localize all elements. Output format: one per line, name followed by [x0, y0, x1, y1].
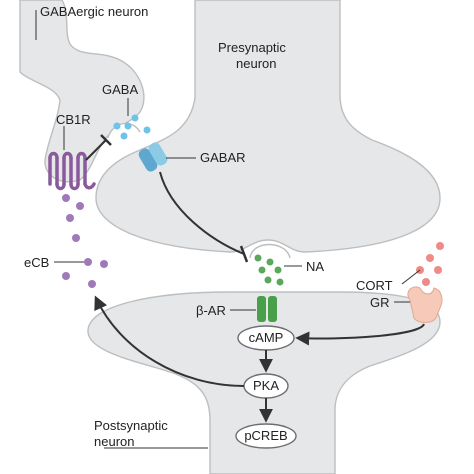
cort-leader [401, 269, 421, 285]
gr-label: GR [370, 295, 390, 310]
na-label: NA [306, 259, 324, 274]
na-molecules [254, 254, 284, 286]
beta-ar-label: β-AR [196, 303, 226, 318]
gaba-molecule [113, 122, 121, 130]
cort-molecule [426, 254, 434, 262]
beta-ar-receptor [257, 296, 277, 322]
gr-to-camp-arrow [295, 323, 425, 346]
gaba-molecule [143, 126, 151, 134]
gaba-molecule [124, 122, 132, 130]
gaba-molecule [120, 132, 128, 140]
gaba-neuron-label: GABAergic neuron [40, 4, 148, 19]
na-molecule [274, 266, 282, 274]
postsynaptic-label-line1: Postsynaptic [94, 418, 168, 433]
pka-label: PKA [253, 378, 279, 393]
gaba-molecules [113, 114, 151, 140]
cb1r-inhibition-line [85, 139, 107, 161]
cort-molecule [422, 278, 430, 286]
pcreb-label: pCREB [244, 428, 287, 443]
na-molecule [254, 254, 262, 262]
cort-label: CORT [356, 278, 393, 293]
gabar-receptor [138, 142, 168, 172]
cb1r-receptor [48, 151, 96, 191]
ecb-molecule [84, 258, 92, 266]
gabaergic-neuron-shape [19, 0, 145, 183]
gaba-molecule [131, 114, 139, 122]
ecb-molecule [88, 280, 96, 288]
na-inhibition-bar [239, 245, 249, 263]
pcreb-node [235, 423, 297, 449]
cb1r-inhibition-bar [100, 134, 112, 146]
ecb-molecule [72, 234, 80, 242]
cort-molecule [434, 266, 442, 274]
pka-to-ecb-arrow [94, 295, 245, 387]
cort-molecule [436, 242, 444, 250]
postsynaptic-label-line2: neuron [94, 434, 134, 449]
ecb-molecules [62, 194, 108, 288]
ecb-molecule [100, 260, 108, 268]
na-release-cleft [249, 243, 291, 259]
gaba-label: GABA [102, 82, 138, 97]
ecb-molecule [62, 272, 70, 280]
cb1r-label: CB1R [56, 112, 91, 127]
ecb-molecule [76, 202, 84, 210]
ecb-label: eCB [24, 255, 49, 270]
presynaptic-neuron-shape [95, 0, 441, 253]
ecb-molecule [66, 214, 74, 222]
na-molecule [264, 276, 272, 284]
cort-molecules [416, 242, 444, 286]
camp-label: cAMP [249, 330, 284, 345]
na-molecule [266, 258, 274, 266]
presynaptic-label-line2: neuron [236, 56, 276, 71]
gabar-label: GABAR [200, 150, 246, 165]
na-molecule [258, 266, 266, 274]
ecb-molecule [62, 194, 70, 202]
gr-receptor [407, 286, 443, 323]
gabar-to-na-inhibition [159, 171, 245, 255]
na-molecule [276, 278, 284, 286]
presynaptic-label-line1: Presynaptic [218, 40, 286, 55]
